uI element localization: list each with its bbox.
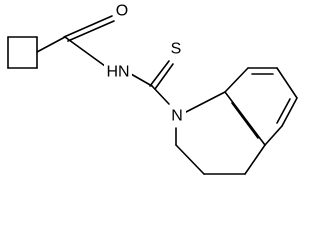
bond-thiocarbon-nring <box>151 85 170 105</box>
atom-ring-nitrogen: N <box>168 107 186 125</box>
atom-label-amide-nitrogen: HN <box>106 64 129 81</box>
bond-carbonyl-nh <box>64 36 106 67</box>
bond-c8a-c8 <box>224 67 249 93</box>
thiocarbonyl-double-bond <box>149 60 174 90</box>
bond-cs-b <box>154 63 174 90</box>
atom-label-oxygen: O <box>116 3 128 20</box>
saturated-ring <box>175 91 266 175</box>
atom-sulfur: S <box>168 40 184 58</box>
atom-label-sulfur: S <box>171 41 182 58</box>
bond-cs-a <box>149 60 170 87</box>
bond-inner-c6-c5 <box>276 98 291 124</box>
bond-c6-c5 <box>281 97 298 127</box>
bond-ring-carbonyl <box>36 36 66 53</box>
bond-co-a <box>63 15 113 38</box>
atom-oxygen: O <box>113 1 131 20</box>
bond-c5-c4a <box>264 125 283 146</box>
atom-label-ring-nitrogen: N <box>171 108 183 125</box>
carbonyl-double-bond <box>63 15 115 42</box>
bond-co-b <box>67 20 115 42</box>
cyclobutane-ring <box>7 36 38 69</box>
bond-c4a-c8a <box>224 91 266 146</box>
benzene-ring <box>224 67 298 146</box>
bond-n-c8a <box>185 91 226 113</box>
bond-c4-c4a <box>244 144 266 175</box>
molecule-structure: O HN S N <box>7 1 298 175</box>
bond-nh-thiocarbon <box>130 73 153 87</box>
bond-c2-c3 <box>175 144 205 175</box>
bond-c7-c6 <box>276 67 298 99</box>
atom-amide-nitrogen: HN <box>104 63 132 81</box>
bond-inner-c4a-c8a <box>231 102 259 139</box>
